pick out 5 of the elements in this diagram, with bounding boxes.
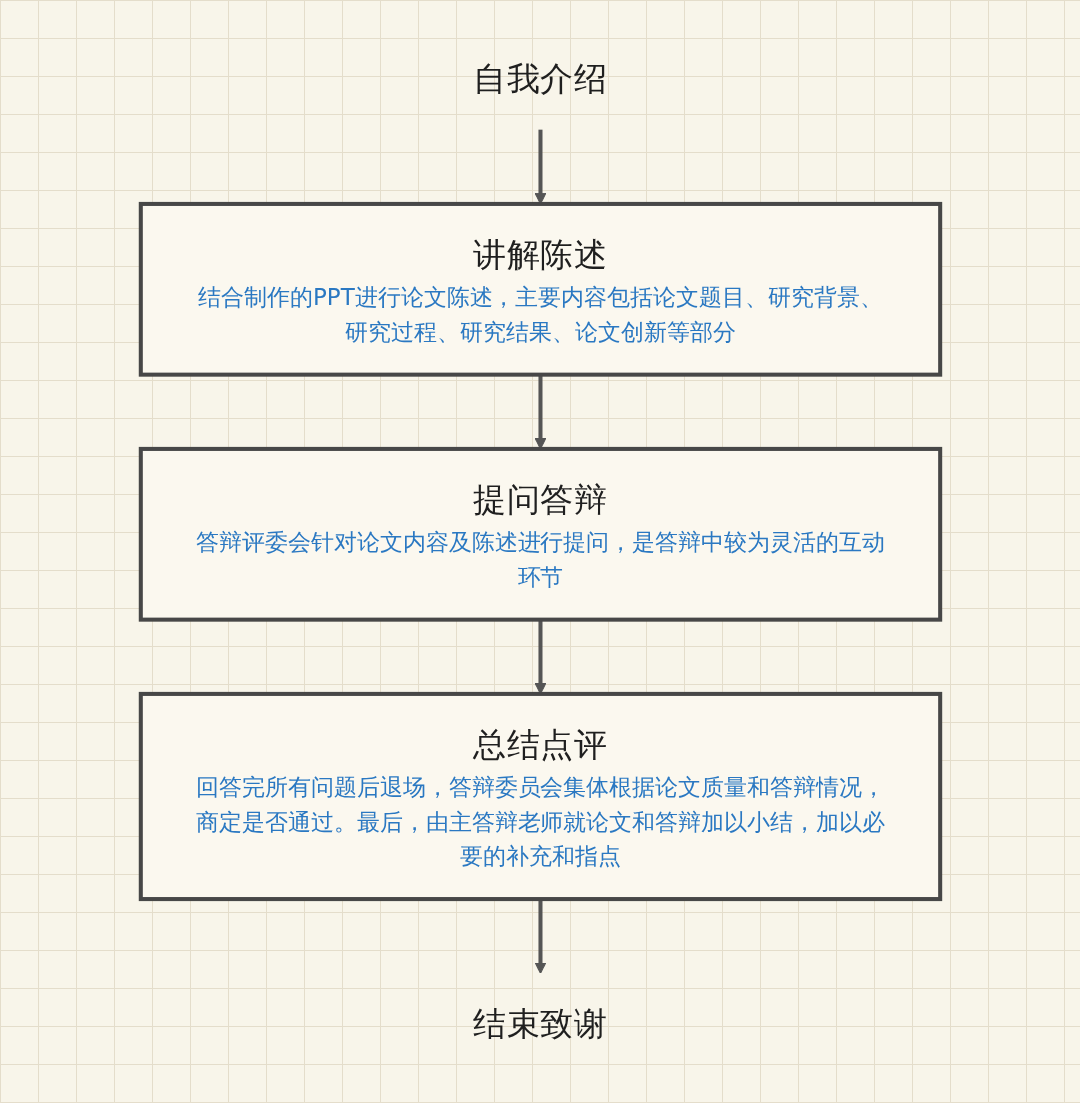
node-text: 自我介绍 xyxy=(472,58,608,99)
node-box: 总结点评 回答完所有问题后退场，答辩委员会集体根据论文质量和答辩情况，商定是否通过。最后，由主答辩老师就论文和答辩加以小结，加以必要的补充和指点 xyxy=(138,691,942,902)
node-text: 结束致谢 xyxy=(472,1004,608,1044)
node-box: 提问答辩 答辩评委会针对论文内容及陈述进行提问，是答辩中较为灵活的互动环节 xyxy=(138,446,942,622)
node-box: 讲解陈述 结合制作的PPT进行论文陈述，主要内容包括论文题目、研究背景、研究过程、研究结果、论文创新等部分 xyxy=(138,201,942,377)
